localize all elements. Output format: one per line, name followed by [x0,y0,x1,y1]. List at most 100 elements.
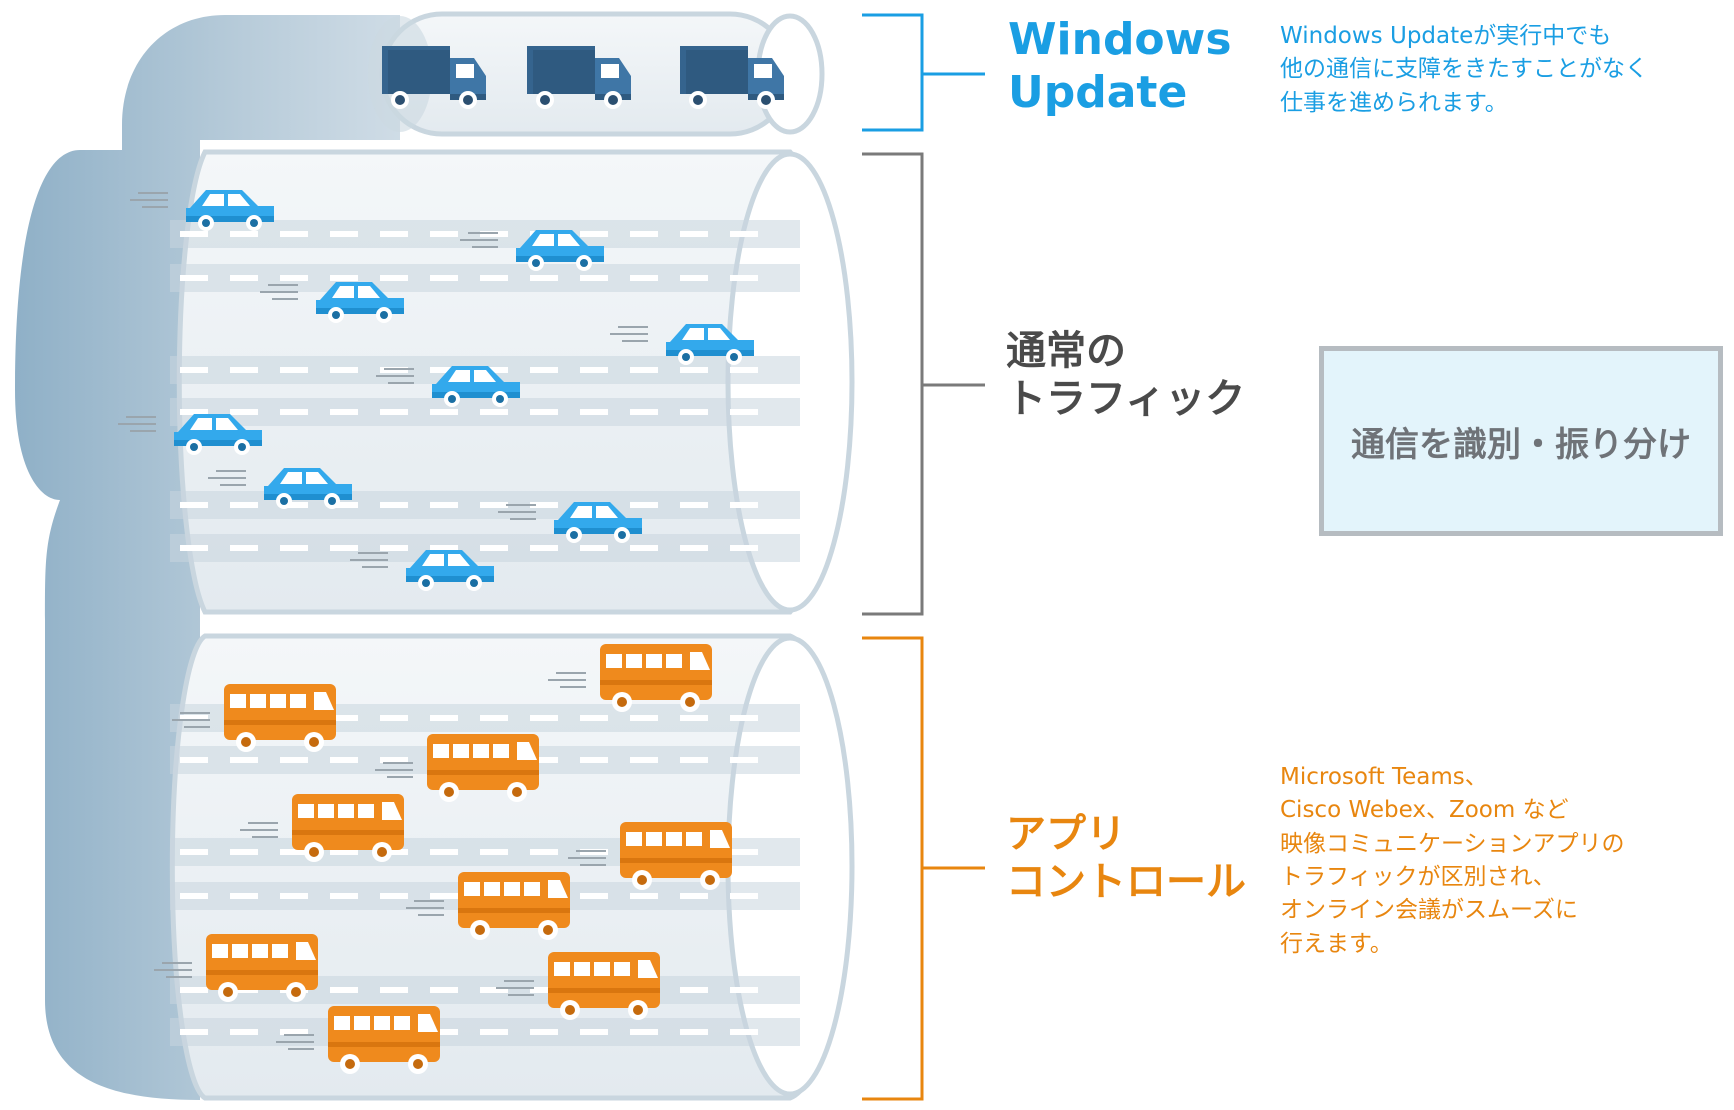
road-mid-dash [330,231,358,237]
app-control-label: アプリ コントロール [1006,811,1246,905]
classify-box: 通信を識別・振り分け [1319,346,1723,536]
road-mid-dash [630,545,658,551]
road-bot-dash [330,849,358,855]
classify-text: 通信を識別・振り分け [1351,424,1691,465]
road-mid-dash [680,409,708,415]
road-bot-dash [580,1029,608,1035]
road-mid-dash [280,231,308,237]
road-bot-dash [430,893,458,899]
road-mid-dash [530,275,558,281]
road-mid-dash [480,502,508,508]
road-mid-dash [680,502,708,508]
road-mid-dash [630,409,658,415]
road-bot-dash [230,849,258,855]
road-mid-dash [530,409,558,415]
road-bot-dash [380,849,408,855]
road-mid-dash [280,275,308,281]
road-mid-dash [530,545,558,551]
road-mid-dash [230,545,258,551]
road-mid-dash [380,502,408,508]
road-mid-dash [430,231,458,237]
road-bot-dash [280,849,308,855]
road-mid-dash [180,409,208,415]
road-bot-dash [330,757,358,763]
road-bot-dash [730,893,758,899]
road-bot-dash [330,987,358,993]
road-mid-dash [630,275,658,281]
road-mid-dash [630,502,658,508]
road-mid-dash [430,502,458,508]
road-bot-dash [480,849,508,855]
road-mid-dash [580,275,608,281]
road-bot-dash [580,893,608,899]
road-bot-dash [480,715,508,721]
road-mid-dash [730,231,758,237]
road-bot-dash [680,757,708,763]
road-bot-dash [180,715,208,721]
road-mid-dash [430,545,458,551]
road-mid-dash [380,545,408,551]
road-bot-dash [680,893,708,899]
road-mid-dash [430,275,458,281]
road-bot-dash [530,987,558,993]
road-mid-dash [330,367,358,373]
road-mid-dash [680,367,708,373]
road-bot-dash [630,1029,658,1035]
road-bot-dash [730,849,758,855]
road-mid-dash [530,367,558,373]
road-mid-dash [180,545,208,551]
app-control-description: Microsoft Teams、 Cisco Webex、Zoom など 映像コ… [1280,764,1625,957]
road-mid-dash [680,275,708,281]
road-mid-dash [330,275,358,281]
bracket-app-control [862,636,985,1101]
road-mid-dash [230,231,258,237]
road-mid-dash [630,231,658,237]
road-mid-dash [230,502,258,508]
road-bot-dash [730,757,758,763]
road-bot-dash [480,1029,508,1035]
road-mid-dash [180,502,208,508]
road-bot-dash [580,757,608,763]
road-bot-dash [280,893,308,899]
road-mid-dash [330,502,358,508]
road-mid-dash [230,275,258,281]
road-bot-dash [180,987,208,993]
road-bot-dash [480,987,508,993]
road-bot-dash [280,1029,308,1035]
road-bot-dash [680,1029,708,1035]
normal-traffic-tube [118,149,855,615]
road-mid-dash [180,275,208,281]
road-mid-dash [280,545,308,551]
road-bot-dash [380,757,408,763]
road-mid-dash [430,409,458,415]
road-mid-dash [580,231,608,237]
road-mid-dash [380,275,408,281]
road-mid-dash [630,367,658,373]
road-mid-dash [230,409,258,415]
road-mid-dash [480,367,508,373]
road-bot-dash [630,893,658,899]
road-mid-dash [730,367,758,373]
road-bot-dash [580,715,608,721]
app-control-tube [154,633,855,1101]
road-bot-dash [430,849,458,855]
road-bot-dash [430,715,458,721]
connecting-pipe [15,15,400,1100]
road-bot-dash [680,715,708,721]
bracket-normal-traffic [862,152,985,616]
road-mid-dash [380,231,408,237]
road-mid-dash [730,502,758,508]
road-mid-dash [680,545,708,551]
road-bot-dash [430,987,458,993]
road-bot-dash [380,987,408,993]
road-bot-dash [180,893,208,899]
road-bot-dash [380,715,408,721]
road-bot-dash [630,715,658,721]
road-bot-dash [230,1029,258,1035]
road-bot-dash [530,1029,558,1035]
road-mid-dash [480,545,508,551]
road-mid-dash [730,275,758,281]
road-mid-dash [180,231,208,237]
road-bot-dash [630,757,658,763]
road-bot-dash [730,1029,758,1035]
